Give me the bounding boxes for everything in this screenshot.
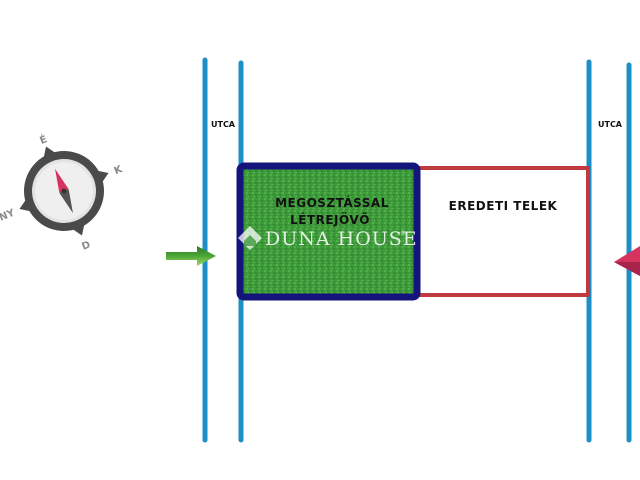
- compass-east-label: K: [113, 164, 125, 178]
- original-plot-label: EREDETI TELEK: [449, 199, 558, 213]
- right-entrance-arrow-icon: [614, 246, 640, 276]
- compass-needle-south: [59, 189, 73, 214]
- left-entrance-arrow-icon: [166, 246, 216, 266]
- compass-north-label: É: [38, 132, 49, 147]
- watermark-text: DUNA HOUSE: [265, 228, 418, 250]
- duna-house-watermark: DUNA HOUSE ®: [238, 226, 418, 250]
- diamond-house-logo-icon: [238, 226, 262, 250]
- compass: É D K NY: [0, 132, 125, 253]
- street-label-left: UTCA: [211, 120, 236, 129]
- compass-needle-north: [55, 168, 69, 193]
- compass-west-label: NY: [0, 207, 17, 223]
- new-plot-label-line1: MEGOSZTÁSSAL: [275, 195, 389, 210]
- new-plot-label-line2: LÉTREJÖVŐ: [290, 212, 370, 227]
- street-label-right: UTCA: [598, 120, 623, 129]
- new-plot-area: [236, 162, 421, 301]
- original-plot: EREDETI TELEK: [410, 166, 590, 297]
- original-plot-outline: [410, 166, 590, 297]
- new-plot: MEGOSZTÁSSAL LÉTREJÖVŐ: [236, 162, 421, 301]
- compass-south-label: D: [80, 240, 92, 253]
- watermark-registered: ®: [400, 230, 406, 237]
- compass-icon: [19, 146, 109, 236]
